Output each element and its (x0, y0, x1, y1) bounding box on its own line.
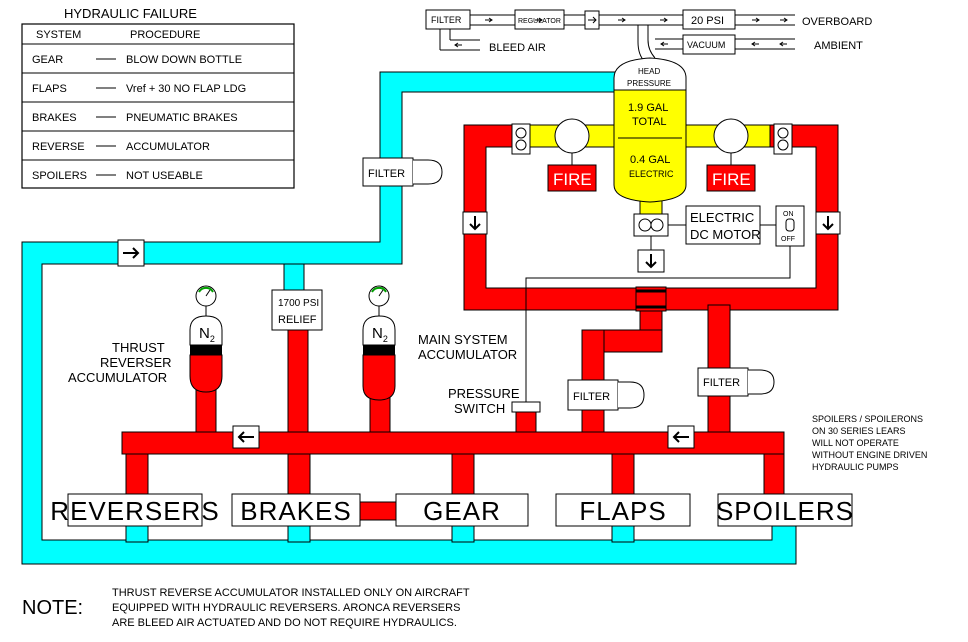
row-system: GEAR (32, 54, 63, 66)
pressure-switch: PRESSURE SWITCH (448, 386, 541, 416)
row-procedure: PNEUMATIC BRAKES (126, 112, 238, 124)
electric-pump: ELECTRIC DC MOTOR ON OFF (525, 205, 805, 402)
psi20-label: 20 PSI (691, 15, 724, 27)
check-valves (117, 211, 841, 449)
left-arrow-icon (237, 431, 254, 443)
reservoir-total-label: TOTAL (632, 116, 666, 128)
down-arrow-icon (645, 254, 657, 269)
switch-on-label: ON (783, 211, 794, 218)
fire-label-left: FIRE (553, 170, 592, 189)
air-filter-label: FILTER (431, 15, 462, 25)
pressure-switch-label-1: PRESSURE (448, 386, 520, 401)
flaps-filter-label: FILTER (573, 391, 610, 403)
pump-icon (713, 118, 749, 154)
thrust-reverser-accumulator: N2 (189, 285, 223, 393)
failure-table: HYDRAULIC FAILURE SYSTEM PROCEDURE GEAR … (21, 6, 295, 189)
col-system: SYSTEM (36, 29, 81, 41)
reservoir: HEAD PRESSURE 1.9 GAL TOTAL 0.4 GAL ELEC… (613, 57, 687, 203)
n2-label: N2 (199, 325, 215, 344)
table-title: HYDRAULIC FAILURE (64, 6, 197, 21)
relief-label-1: 1700 PSI (278, 298, 319, 309)
row-system: SPOILERS (32, 170, 87, 182)
system-flaps: FLAPS (579, 496, 666, 526)
note-label: NOTE: (22, 597, 83, 619)
reservoir-total-qty: 1.9 GAL (628, 102, 668, 114)
n2-label: N2 (372, 325, 388, 344)
engine-pump-left: FIRE (511, 118, 597, 192)
row-system: FLAPS (32, 83, 67, 95)
row-procedure: Vref + 30 NO FLAP LDG (126, 83, 246, 95)
fire-label-right: FIRE (712, 170, 751, 189)
main-acc-label-1: MAIN SYSTEM (418, 332, 508, 347)
col-procedure: PROCEDURE (130, 29, 200, 41)
svg-text:WITHOUT ENGINE DRIVEN: WITHOUT ENGINE DRIVEN (812, 450, 927, 460)
reservoir-elec-qty: 0.4 GAL (630, 154, 670, 166)
bottom-note: NOTE: THRUST REVERSE ACCUMULATOR INSTALL… (22, 587, 470, 629)
note-line-2: EQUIPPED WITH HYDRAULIC REVERSERS. ARONC… (112, 602, 460, 614)
vacuum-label: VACUUM (687, 40, 725, 50)
down-arrow-icon (469, 216, 481, 231)
bleed-air-label: BLEED AIR (489, 42, 546, 54)
system-spoilers: SPOILERS (716, 496, 854, 526)
engine-pump-right: FIRE (706, 118, 793, 192)
reservoir-head: HEAD (638, 67, 660, 76)
motor-label-1: ELECTRIC (690, 210, 754, 225)
toggle-switch-icon (785, 218, 795, 232)
down-arrow-icon (822, 216, 834, 231)
pump-icon (554, 118, 590, 154)
row-procedure: BLOW DOWN BOTTLE (126, 54, 242, 66)
filters: FILTER FILTER FILTER (362, 157, 775, 411)
thrust-acc-label-1: THRUST (112, 340, 165, 355)
main-acc-label-2: ACCUMULATOR (418, 347, 517, 362)
spoiler-note: SPOILERS / SPOILERONS ON 30 SERIES LEARS… (812, 414, 927, 472)
shutoff-valve-icon (515, 127, 527, 139)
shutoff-valve-icon (777, 127, 789, 139)
svg-text:ON 30 SERIES LEARS: ON 30 SERIES LEARS (812, 426, 906, 436)
row-procedure: NOT USEABLE (126, 170, 203, 182)
system-brakes: BRAKES (240, 496, 352, 526)
check-valve-icon (588, 16, 597, 24)
svg-text:HYDRAULIC PUMPS: HYDRAULIC PUMPS (812, 462, 899, 472)
relief-label-2: RELIEF (278, 314, 317, 326)
row-system: REVERSE (32, 141, 85, 153)
system-boxes: REVERSERS BRAKES GEAR FLAPS SPOILERS (50, 493, 854, 527)
system-gear: GEAR (423, 496, 501, 526)
ambient-label: AMBIENT (814, 40, 863, 52)
note-line-3: ARE BLEED AIR ACTUATED AND DO NOT REQUIR… (112, 617, 457, 629)
reservoir-elec-label: ELECTRIC (629, 169, 674, 179)
right-arrow-icon (123, 247, 140, 259)
svg-text:WILL NOT OPERATE: WILL NOT OPERATE (812, 438, 899, 448)
main-system-accumulator: N2 (362, 285, 396, 401)
left-arrow-icon (672, 431, 689, 443)
air-components: FILTER REGULATOR 20 PSI VACUUM OVERBOARD… (425, 9, 872, 55)
overboard-label: OVERBOARD (802, 16, 872, 28)
row-system: BRAKES (32, 112, 77, 124)
relief-valve: 1700 PSI RELIEF (271, 289, 323, 331)
svg-text:SPOILERS / SPOILERONS: SPOILERS / SPOILERONS (812, 414, 923, 424)
thrust-acc-label-2: REVERSER (100, 355, 172, 370)
system-reversers: REVERSERS (50, 496, 219, 526)
switch-off-label: OFF (781, 236, 795, 243)
spoiler-filter-label: FILTER (703, 377, 740, 389)
air-lines (439, 14, 795, 63)
row-procedure: ACCUMULATOR (126, 141, 210, 153)
return-filter-label: FILTER (368, 168, 405, 180)
thrust-acc-label-3: ACCUMULATOR (68, 370, 167, 385)
reservoir-pressure: PRESSURE (627, 79, 671, 88)
pressure-switch-label-2: SWITCH (454, 401, 505, 416)
flow-arrow-icon (454, 17, 788, 48)
motor-label-2: DC MOTOR (690, 227, 761, 242)
note-line-1: THRUST REVERSE ACCUMULATOR INSTALLED ONL… (112, 587, 470, 599)
